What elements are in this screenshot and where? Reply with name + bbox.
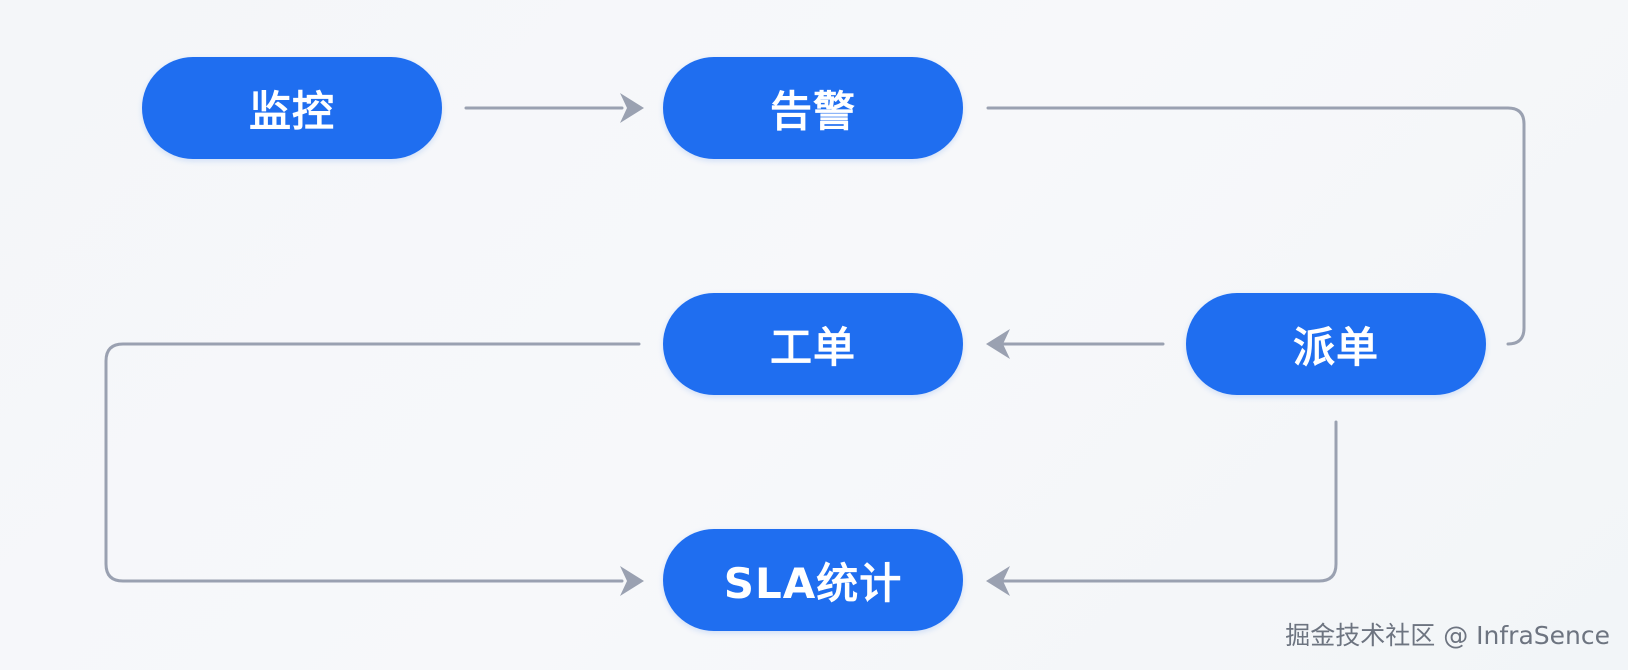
connector-dispatch-to-sla bbox=[998, 420, 1338, 583]
arrowhead-sla-left bbox=[620, 566, 644, 596]
node-sla-label: SLA统计 bbox=[723, 558, 903, 608]
connector-alert-to-dispatch bbox=[986, 106, 1526, 346]
node-monitor: 监控 bbox=[142, 57, 442, 159]
node-sla: SLA统计 bbox=[663, 529, 963, 631]
connector-ticket-to-sla bbox=[104, 342, 641, 583]
arrowhead-alert bbox=[620, 93, 644, 123]
node-ticket-label: 工单 bbox=[769, 322, 856, 372]
node-alert: 告警 bbox=[663, 57, 963, 159]
node-dispatch-label: 派单 bbox=[1292, 322, 1379, 372]
node-dispatch: 派单 bbox=[1186, 293, 1486, 395]
arrowhead-sla-right bbox=[986, 566, 1010, 596]
node-alert-label: 告警 bbox=[769, 86, 856, 136]
node-ticket: 工单 bbox=[663, 293, 963, 395]
watermark: 掘金技术社区 @ InfraSence bbox=[1285, 621, 1610, 650]
node-monitor-label: 监控 bbox=[248, 86, 335, 136]
arrowhead-ticket bbox=[986, 329, 1010, 359]
